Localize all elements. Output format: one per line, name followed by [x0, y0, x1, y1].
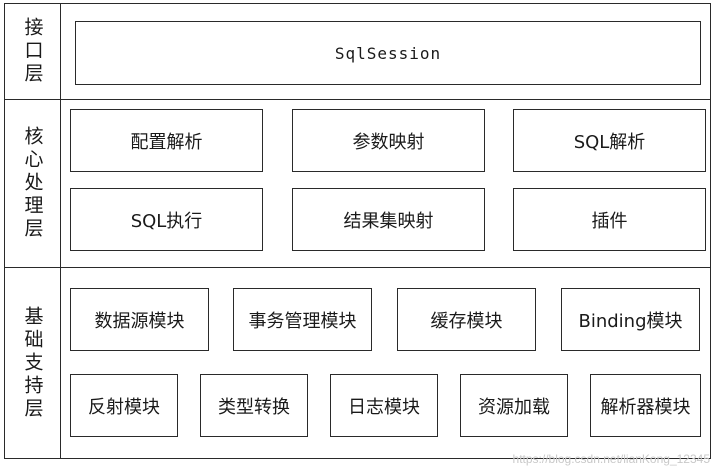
resource-loading-box: 资源加载	[460, 374, 568, 437]
label-column-divider	[60, 3, 61, 459]
architecture-diagram-frame	[4, 3, 711, 459]
sql-parse-box: SQL解析	[513, 109, 706, 172]
config-parse-box: 配置解析	[70, 109, 263, 172]
layer-divider-1	[4, 99, 711, 100]
type-conversion-box: 类型转换	[200, 374, 308, 437]
datasource-module-box: 数据源模块	[70, 288, 209, 351]
parser-module-box: 解析器模块	[590, 374, 701, 437]
interface-layer-label: 接口层	[21, 17, 44, 86]
sqlsession-box: SqlSession	[75, 21, 701, 85]
cache-module-box: 缓存模块	[397, 288, 536, 351]
result-set-mapping-box: 结果集映射	[292, 188, 485, 251]
support-layer-label: 基础支持层	[21, 305, 44, 421]
reflection-module-box: 反射模块	[70, 374, 178, 437]
watermark-url: https://blog.csdn.net/lianKong_12345	[512, 452, 710, 466]
core-layer-label: 核心处理层	[21, 126, 44, 241]
sql-execute-box: SQL执行	[70, 188, 263, 251]
binding-module-box: Binding模块	[561, 288, 700, 351]
layer-divider-2	[4, 267, 711, 268]
plugin-box: 插件	[513, 188, 706, 251]
param-mapping-box: 参数映射	[292, 109, 485, 172]
transaction-module-box: 事务管理模块	[233, 288, 372, 351]
logging-module-box: 日志模块	[330, 374, 438, 437]
